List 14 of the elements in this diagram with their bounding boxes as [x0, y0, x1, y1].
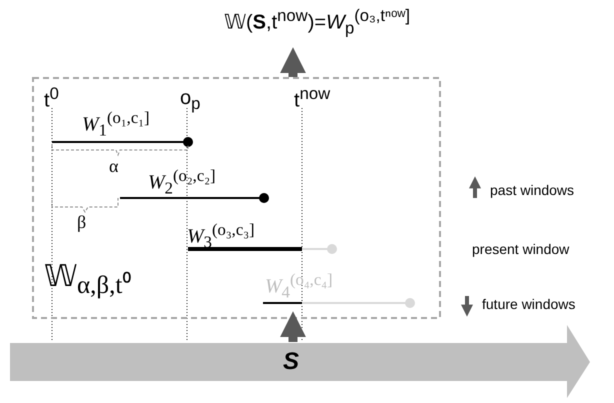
time-label: o$_{p}$	[180, 88, 200, 113]
legend-text: present window	[472, 242, 570, 256]
block-arrow	[280, 311, 306, 342]
bracket-label: α	[109, 157, 118, 175]
time-label: t$^{now}$	[294, 86, 330, 111]
stream-label: S	[283, 350, 300, 374]
legend-text: future windows	[482, 297, 576, 311]
block-arrow	[280, 47, 306, 77]
legend-text: past windows	[490, 183, 574, 197]
dashed-frame	[32, 77, 441, 319]
time-label: t$^{0}$	[44, 86, 59, 111]
bracket-label: β	[77, 213, 86, 231]
window-set-label: 𝕎$_{α,β,t⁰}$	[44, 262, 132, 298]
stream-arrow	[10, 325, 590, 398]
